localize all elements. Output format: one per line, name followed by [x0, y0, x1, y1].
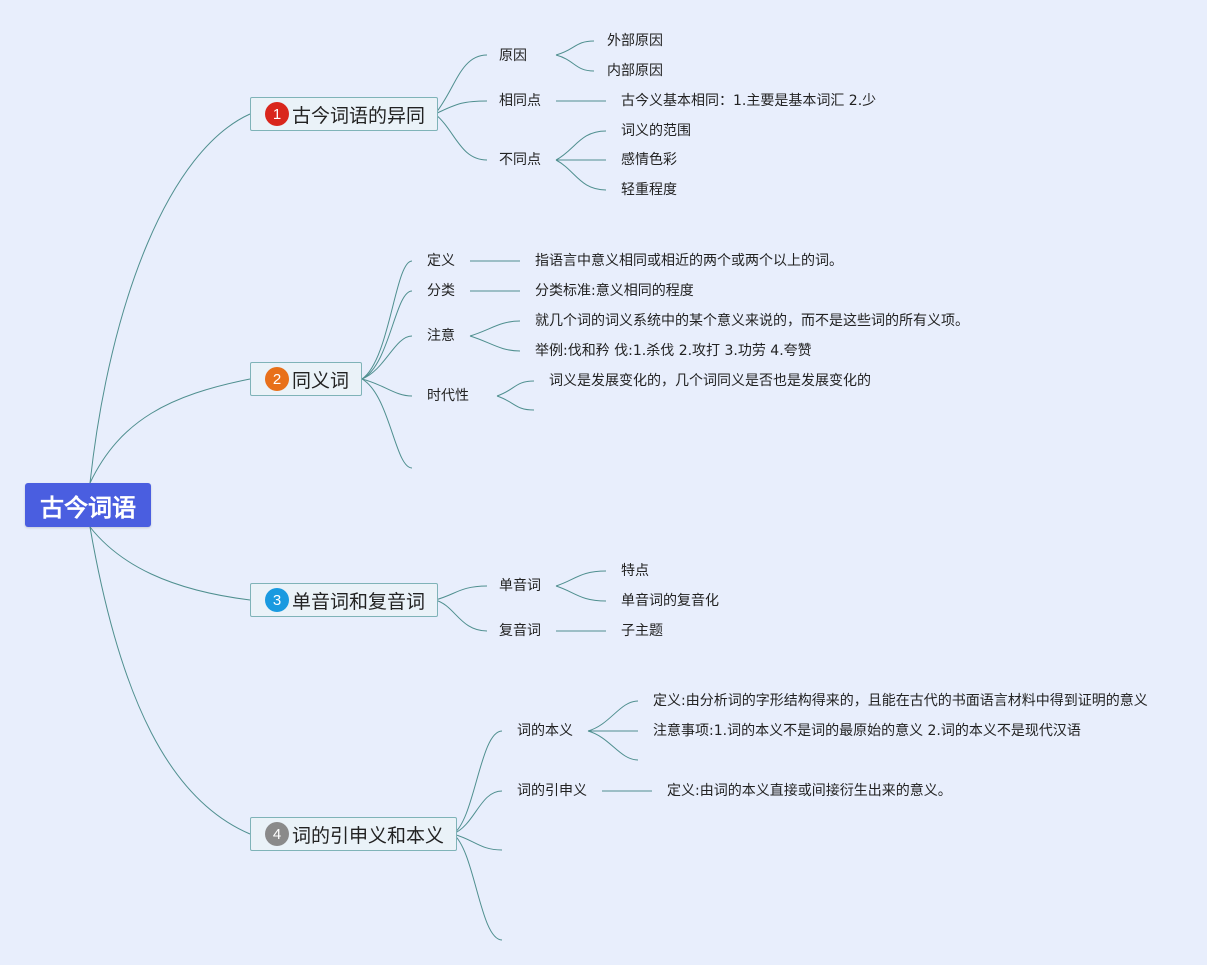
- topic-1-label: 古今词语的异同: [292, 104, 426, 127]
- subtopic-butongdian[interactable]: 不同点: [499, 152, 541, 168]
- leaf-qingzhong-chengdu[interactable]: 轻重程度: [621, 182, 677, 198]
- topic-2[interactable]: 2 同义词: [250, 362, 363, 396]
- topic-1[interactable]: 1 古今词语的异同: [250, 97, 439, 131]
- connector-t2-shidai: [361, 378, 413, 397]
- subtopic-xiangtongdian[interactable]: 相同点: [499, 93, 541, 109]
- connector-butong-3: [555, 159, 607, 191]
- leaf-dingyi-detail[interactable]: 指语言中意义相同或相近的两个或两个以上的词。: [535, 253, 843, 269]
- subtopic-fuyinci[interactable]: 复音词: [499, 623, 541, 639]
- connector-t1-yuanyin: [434, 54, 488, 115]
- connector-t4-empty2: [452, 833, 503, 941]
- leaf-neibu[interactable]: 内部原因: [607, 63, 663, 79]
- connector-t4-yinshen: [452, 790, 503, 835]
- connector-benyi-3: [587, 730, 639, 761]
- connector-danyin-1: [555, 570, 607, 587]
- connector-root-topic1: [89, 113, 251, 484]
- topic-4-label: 词的引申义和本义: [292, 824, 445, 847]
- leaf-fuyinhua[interactable]: 单音词的复音化: [621, 593, 719, 609]
- connector-root-topic2: [89, 378, 251, 484]
- number-4-icon: 4: [265, 822, 289, 846]
- leaf-yinshenyi-dingyi[interactable]: 定义:由词的本义直接或间接衍生出来的意义。: [667, 783, 952, 799]
- connector-root-topic4: [89, 526, 251, 835]
- leaf-tedian[interactable]: 特点: [621, 563, 649, 579]
- connector-yuanyin-2: [555, 54, 595, 72]
- connector-yuanyin-1: [555, 40, 595, 56]
- connector-t3-fuyin: [434, 599, 488, 632]
- connector-t1-butong: [434, 113, 488, 161]
- subtopic-fenlei[interactable]: 分类: [427, 283, 455, 299]
- leaf-zhuyi-1[interactable]: 就几个词的词义系统中的某个意义来说的，而不是这些词的所有义项。: [535, 313, 969, 329]
- leaf-xiangtong-detail[interactable]: 古今义基本相同：1.主要是基本词汇 2.少: [621, 93, 877, 109]
- number-3-icon: 3: [265, 588, 289, 612]
- connector-shidai-1: [496, 380, 535, 397]
- connector-root-topic3: [89, 526, 251, 601]
- root-topic-label: 古今词语: [40, 493, 136, 522]
- topic-4[interactable]: 4 词的引申义和本义: [250, 817, 458, 851]
- connector-t1-xiangtong: [434, 100, 488, 115]
- topic-2-label: 同义词: [292, 369, 350, 392]
- subtopic-yuanyin[interactable]: 原因: [499, 48, 527, 64]
- connector-benyi-1: [587, 700, 639, 732]
- number-2-icon: 2: [265, 367, 289, 391]
- connector-t2-empty: [361, 378, 413, 469]
- connector-t2-dingyi: [361, 260, 413, 380]
- subtopic-danyinci[interactable]: 单音词: [499, 578, 541, 594]
- leaf-waibu[interactable]: 外部原因: [607, 33, 663, 49]
- topic-3-label: 单音词和复音词: [292, 590, 426, 613]
- connector-shidai-2: [496, 395, 535, 411]
- subtopic-shidaixing[interactable]: 时代性: [427, 388, 469, 404]
- subtopic-benyi[interactable]: 词的本义: [517, 723, 573, 739]
- connector-t3-danyin: [434, 585, 488, 601]
- leaf-benyi-zhuyi[interactable]: 注意事项:1.词的本义不是词的最原始的意义 2.词的本义不是现代汉语: [653, 723, 1081, 739]
- number-1-icon: 1: [265, 102, 289, 126]
- leaf-cixi-fanwei[interactable]: 词义的范围: [621, 123, 691, 139]
- leaf-zizhuti[interactable]: 子主题: [621, 623, 663, 639]
- leaf-benyi-dingyi[interactable]: 定义:由分析词的字形结构得来的，且能在古代的书面语言材料中得到证明的意义: [653, 693, 1148, 709]
- connector-t4-empty1: [452, 833, 503, 851]
- connector-butong-1: [555, 130, 607, 161]
- subtopic-dingyi[interactable]: 定义: [427, 253, 455, 269]
- leaf-fenlei-detail[interactable]: 分类标准:意义相同的程度: [535, 283, 694, 299]
- connector-t4-benyi: [452, 730, 503, 835]
- connector-zhuyi-2: [469, 335, 521, 352]
- leaf-zhuyi-2[interactable]: 举例:伐和矜 伐:1.杀伐 2.攻打 3.功劳 4.夸赞: [535, 343, 812, 359]
- connector-danyin-2: [555, 585, 607, 602]
- subtopic-yinshenyi[interactable]: 词的引申义: [517, 783, 587, 799]
- connector-zhuyi-1: [469, 320, 521, 337]
- root-topic[interactable]: 古今词语: [25, 483, 151, 527]
- topic-3[interactable]: 3 单音词和复音词: [250, 583, 439, 617]
- leaf-ganqing-secai[interactable]: 感情色彩: [621, 152, 677, 168]
- subtopic-zhuyi[interactable]: 注意: [427, 328, 455, 344]
- connector-t2-fenlei: [361, 290, 413, 380]
- connector-t2-zhuyi: [361, 335, 413, 380]
- leaf-shidaixing-detail[interactable]: 词义是发展变化的，几个词同义是否也是发展变化的: [549, 373, 871, 389]
